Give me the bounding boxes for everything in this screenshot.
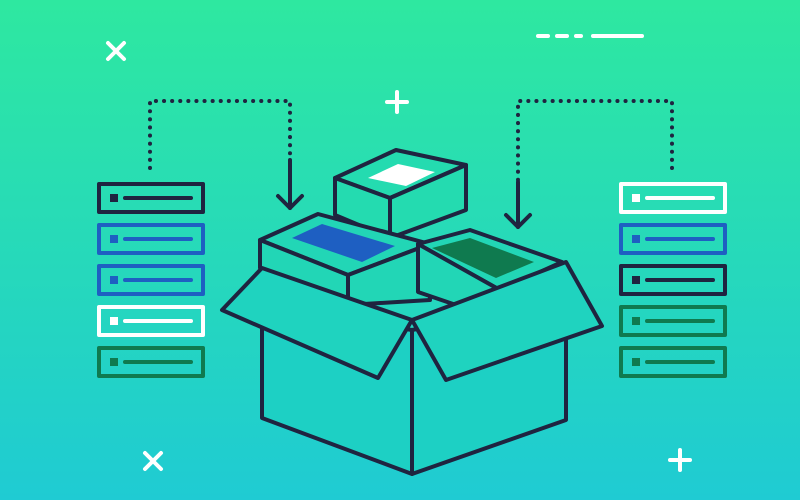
server-unit: [619, 264, 727, 296]
server-led: [632, 276, 640, 284]
server-unit: [619, 305, 727, 337]
server-unit: [97, 264, 205, 296]
server-unit-frame: [619, 264, 727, 296]
server-rack-right: [619, 182, 727, 378]
green-label: [432, 238, 534, 278]
server-unit-frame: [97, 305, 205, 337]
server-unit-frame: [619, 182, 727, 214]
small-box-top: [333, 148, 468, 240]
plus-icon: [385, 90, 409, 114]
server-unit-frame: [97, 346, 205, 378]
server-rack-left: [97, 182, 205, 378]
server-led: [110, 317, 118, 325]
server-led: [110, 276, 118, 284]
open-box-icon: [220, 148, 604, 476]
server-unit-frame: [97, 223, 205, 255]
server-unit: [97, 346, 205, 378]
box-body: [220, 260, 604, 476]
dotted-connector-right: [516, 99, 674, 182]
cross-icon: [106, 41, 126, 61]
white-label: [368, 164, 435, 186]
server-unit: [97, 182, 205, 214]
server-unit-frame: [619, 305, 727, 337]
plus-icon: [668, 448, 692, 472]
dotted-connector-left: [148, 99, 292, 170]
server-unit: [619, 223, 727, 255]
box-flap-right: [410, 260, 604, 382]
arrow-down-icon: [504, 180, 532, 229]
server-led: [632, 358, 640, 366]
server-led: [110, 235, 118, 243]
blue-label: [292, 224, 395, 262]
server-unit-frame: [97, 182, 205, 214]
server-led: [632, 194, 640, 202]
server-unit: [97, 305, 205, 337]
server-unit: [619, 346, 727, 378]
cross-icon: [143, 451, 163, 471]
server-unit-frame: [619, 223, 727, 255]
server-unit-frame: [97, 264, 205, 296]
server-unit: [619, 182, 727, 214]
server-unit-frame: [619, 346, 727, 378]
server-unit: [97, 223, 205, 255]
server-led: [632, 317, 640, 325]
server-led: [110, 194, 118, 202]
server-led: [632, 235, 640, 243]
server-led: [110, 358, 118, 366]
inner-box-left: [258, 212, 432, 307]
arrow-down-icon: [276, 158, 304, 210]
